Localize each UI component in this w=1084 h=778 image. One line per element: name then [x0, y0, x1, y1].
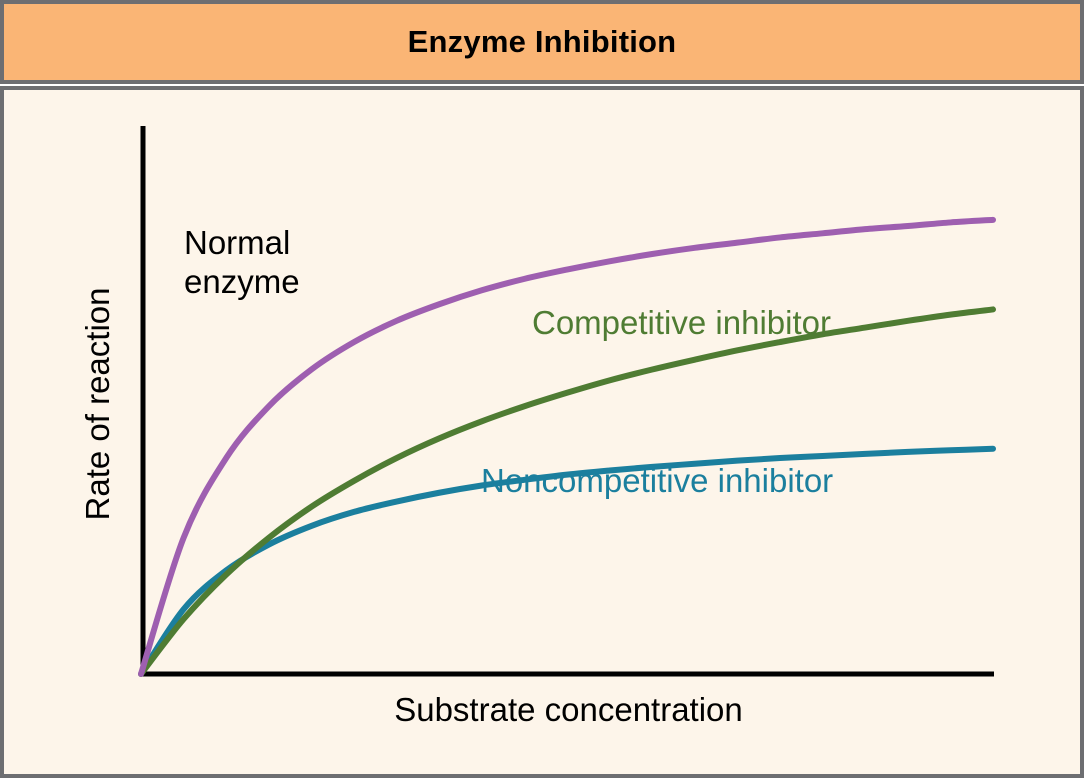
y-axis-title: Rate of reaction	[79, 287, 116, 521]
x-axis-title: Substrate concentration	[394, 691, 743, 728]
annotation-normal-enzyme: Normal enzyme	[184, 224, 300, 300]
plot-panel	[0, 86, 1084, 778]
y-axis-title-wrapper: Rate of reaction	[76, 269, 120, 539]
page-title: Enzyme Inhibition	[407, 24, 677, 59]
annotation-noncompetitive-inhibitor: Noncompetitive inhibitor	[481, 462, 834, 499]
figure-title-bar: Enzyme Inhibition	[0, 0, 1084, 84]
annotation-competitive-inhibitor: Competitive inhibitor	[532, 304, 831, 341]
